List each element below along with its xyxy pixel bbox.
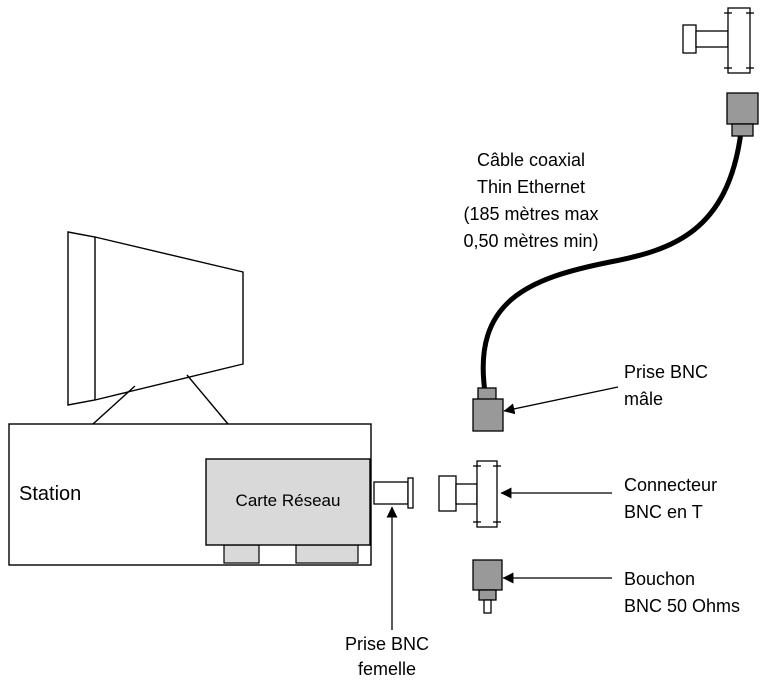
svg-text:(185 mètres max: (185 mètres max bbox=[463, 204, 598, 224]
svg-text:mâle: mâle bbox=[624, 389, 663, 409]
t-connector-label: Connecteur BNC en T bbox=[624, 475, 717, 522]
bnc-terminator-icon bbox=[472, 559, 503, 614]
monitor bbox=[67, 231, 244, 425]
terminator-label: Bouchon BNC 50 Ohms bbox=[624, 569, 740, 616]
bnc-plug-top-icon bbox=[726, 92, 759, 137]
bnc-female-socket bbox=[373, 477, 414, 509]
svg-text:Prise BNC: Prise BNC bbox=[345, 634, 429, 654]
t-connector-top-icon bbox=[682, 7, 754, 74]
svg-text:Prise BNC: Prise BNC bbox=[624, 362, 708, 382]
coaxial-cable bbox=[480, 129, 744, 395]
t-connector-icon bbox=[438, 460, 501, 528]
svg-text:0,50 mètres min): 0,50 mètres min) bbox=[463, 231, 598, 251]
bnc-male-plug-icon bbox=[472, 387, 504, 432]
network-card bbox=[205, 458, 371, 564]
arrow-bnc-male bbox=[503, 386, 619, 415]
bnc-female-label: Prise BNC femelle bbox=[345, 634, 429, 679]
svg-text:femelle: femelle bbox=[358, 659, 416, 679]
svg-text:Thin Ethernet: Thin Ethernet bbox=[477, 177, 585, 197]
callout-arrows bbox=[386, 386, 619, 630]
station-label: Station bbox=[19, 483, 81, 505]
svg-text:BNC 50 Ohms: BNC 50 Ohms bbox=[624, 596, 740, 616]
svg-text:Bouchon: Bouchon bbox=[624, 569, 695, 589]
svg-text:BNC en T: BNC en T bbox=[624, 502, 703, 522]
network-card-label: Carte Réseau bbox=[236, 491, 341, 510]
bnc-male-label: Prise BNC mâle bbox=[624, 362, 708, 409]
svg-text:Connecteur: Connecteur bbox=[624, 475, 717, 495]
svg-text:Câble coaxial: Câble coaxial bbox=[477, 150, 585, 170]
cable-label: Câble coaxial Thin Ethernet (185 mètres … bbox=[463, 150, 598, 251]
